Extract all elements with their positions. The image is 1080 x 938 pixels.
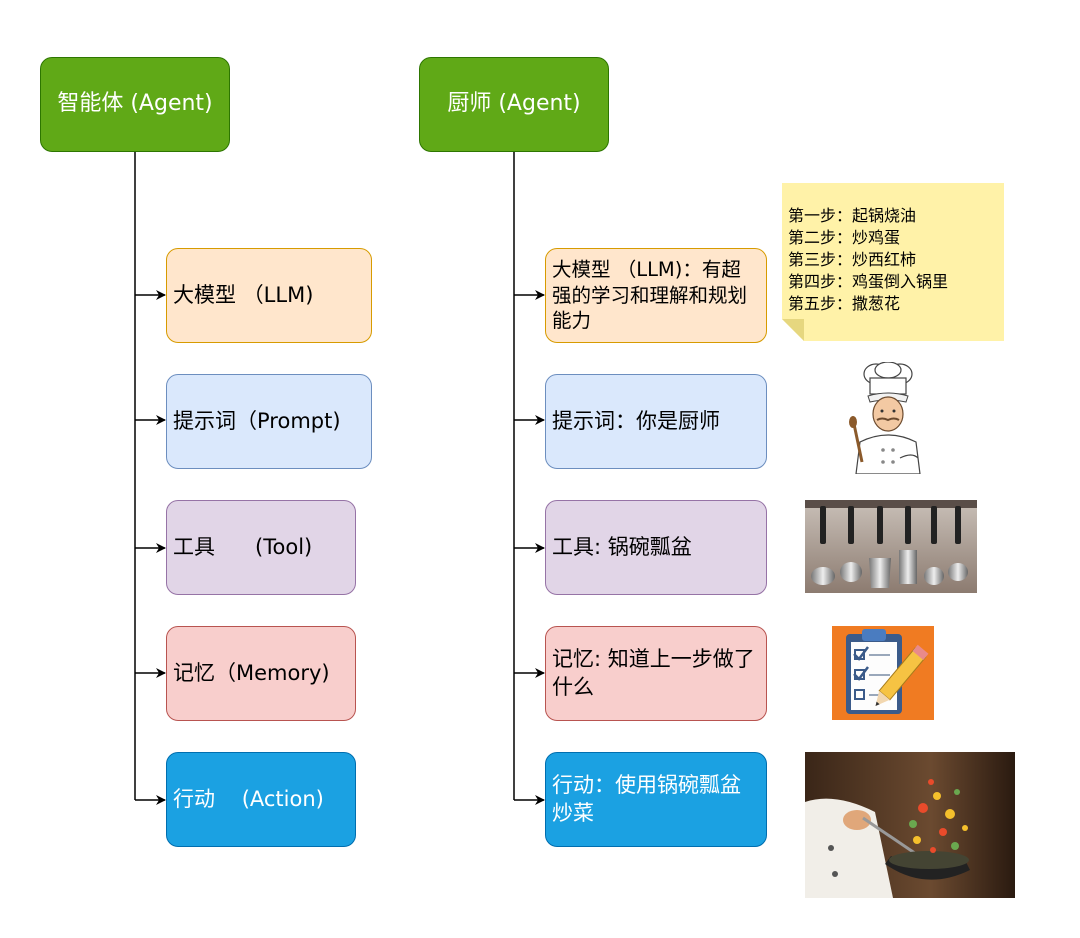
- left-prompt-label: 提示词（Prompt): [173, 408, 341, 433]
- right-prompt-box[interactable]: 提示词：你是厨师: [545, 374, 767, 469]
- note-line: 第二步：炒鸡蛋: [788, 228, 901, 247]
- left-action-label: 行动 (Action): [173, 786, 324, 811]
- left-memory-box[interactable]: 记忆（Memory): [166, 626, 356, 721]
- left-tool-label: 工具 (Tool): [173, 534, 313, 559]
- right-llm-label: 大模型 （LLM)：有超强的学习和理解和规划能力: [552, 258, 748, 333]
- note-line: 第三步：炒西红柿: [788, 250, 917, 269]
- left-head-box[interactable]: 智能体 (Agent): [40, 57, 230, 152]
- left-action-box[interactable]: 行动 (Action): [166, 752, 356, 847]
- right-action-box[interactable]: 行动：使用锅碗瓢盆炒菜: [545, 752, 767, 847]
- right-action-label: 行动：使用锅碗瓢盆炒菜: [552, 773, 741, 825]
- chef-icon: [849, 362, 921, 474]
- cooking-wok-icon: [805, 752, 1015, 898]
- recipe-note: 第一步：起锅烧油 第二步：炒鸡蛋 第三步：炒西红柿 第四步：鸡蛋倒入锅里 第五步…: [782, 183, 1004, 341]
- note-line: 第一步：起锅烧油: [788, 206, 917, 225]
- right-memory-label: 记忆: 知道上一步做了什么: [552, 647, 755, 699]
- note-line: 第四步：鸡蛋倒入锅里: [788, 272, 949, 291]
- left-llm-label: 大模型 （LLM): [173, 282, 314, 307]
- right-head-box[interactable]: 厨师 (Agent): [419, 57, 609, 152]
- left-prompt-box[interactable]: 提示词（Prompt): [166, 374, 372, 469]
- right-tool-label: 工具: 锅碗瓢盆: [552, 534, 692, 559]
- note-line: 第五步：撒葱花: [788, 294, 901, 313]
- utensils-icon: [805, 500, 977, 593]
- left-tool-box[interactable]: 工具 (Tool): [166, 500, 356, 595]
- clipboard-checklist-icon: [832, 626, 934, 720]
- left-llm-box[interactable]: 大模型 （LLM): [166, 248, 372, 343]
- right-memory-box[interactable]: 记忆: 知道上一步做了什么: [545, 626, 767, 721]
- right-prompt-label: 提示词：你是厨师: [552, 408, 720, 433]
- left-head-label: 智能体 (Agent): [57, 91, 213, 117]
- right-head-label: 厨师 (Agent): [447, 91, 581, 117]
- right-tool-box[interactable]: 工具: 锅碗瓢盆: [545, 500, 767, 595]
- left-memory-label: 记忆（Memory): [173, 660, 330, 685]
- right-llm-box[interactable]: 大模型 （LLM)：有超强的学习和理解和规划能力: [545, 248, 767, 343]
